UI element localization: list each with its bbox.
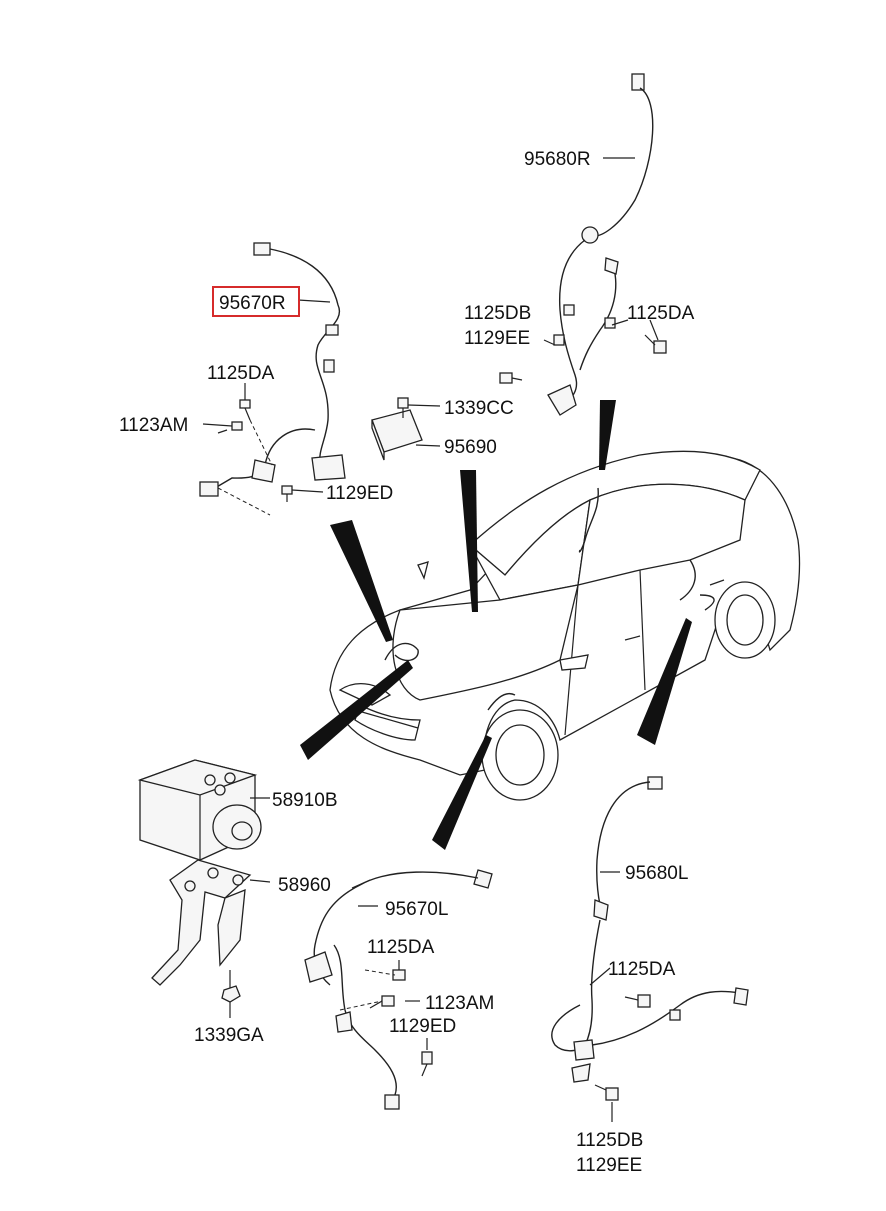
bolt-icon	[594, 1084, 619, 1101]
nut-1339ga	[221, 970, 241, 1018]
label-95690[interactable]: 95690	[444, 437, 497, 458]
label-1125da-rear-bottom[interactable]: 1125DA	[608, 959, 676, 980]
bolt-icon	[397, 397, 409, 418]
callout-labels: 95680R 95670R 1125DB 1129EE 1125DA 1125D…	[119, 149, 695, 1176]
connector-icon	[647, 776, 663, 790]
wheel-speed-sensor-icon	[733, 987, 749, 1006]
wheel-speed-sensor-icon	[199, 481, 219, 497]
label-95680r[interactable]: 95680R	[524, 149, 591, 170]
bolt-icon	[499, 372, 523, 384]
bolt-icon	[217, 421, 243, 434]
sensor-95670r-group	[199, 242, 346, 516]
clip-icon	[325, 324, 339, 336]
sensor-95680r-group	[499, 73, 667, 416]
label-1129ee-top[interactable]: 1129EE	[464, 328, 530, 349]
label-95680l[interactable]: 95680L	[625, 863, 688, 884]
bolt-icon	[281, 485, 293, 502]
pointer-wedges	[300, 400, 692, 850]
vehicle-illustration	[329, 450, 801, 801]
label-95670l[interactable]: 95670L	[385, 899, 448, 920]
label-1129ee-bottom[interactable]: 1129EE	[576, 1155, 642, 1176]
sensor-95680l-group	[551, 776, 749, 1122]
grommet-icon	[581, 226, 599, 244]
bolt-icon	[644, 334, 667, 354]
wheel-speed-sensor-icon	[604, 257, 619, 275]
label-1125da-rear-top[interactable]: 1125DA	[627, 303, 695, 324]
label-1123am-top[interactable]: 1123AM	[119, 415, 188, 436]
bolt-icon	[624, 994, 651, 1008]
label-95670r[interactable]: 95670R	[219, 293, 286, 314]
clip-icon	[323, 359, 335, 373]
bracket-58960	[151, 859, 271, 986]
sensor-module-95690	[371, 397, 441, 461]
label-1125db-top[interactable]: 1125DB	[464, 303, 531, 324]
bolt-icon	[392, 960, 406, 981]
sensor-95670l-group	[304, 869, 493, 1110]
label-1125da-front-bottom[interactable]: 1125DA	[367, 937, 435, 958]
label-1123am-bottom[interactable]: 1123AM	[425, 993, 494, 1014]
hecu-58910b	[137, 759, 270, 861]
bolt-icon	[239, 399, 251, 421]
label-1129ed-top[interactable]: 1129ED	[326, 483, 393, 504]
connector-icon	[473, 869, 493, 889]
wheel-speed-sensor-icon	[384, 1094, 400, 1110]
connector-icon	[631, 73, 645, 91]
label-1339cc[interactable]: 1339CC	[444, 398, 514, 419]
highlight-box	[212, 286, 300, 317]
bolt-icon	[421, 1051, 433, 1077]
label-1339ga[interactable]: 1339GA	[194, 1025, 264, 1046]
label-1125db-bottom[interactable]: 1125DB	[576, 1130, 643, 1151]
bolt-icon	[369, 995, 395, 1009]
connector-icon	[253, 242, 271, 256]
label-58960[interactable]: 58960	[278, 875, 331, 896]
label-58910b[interactable]: 58910B	[272, 790, 338, 811]
label-1129ed-bottom[interactable]: 1129ED	[389, 1016, 456, 1037]
label-1125da-front-top[interactable]: 1125DA	[207, 363, 275, 384]
